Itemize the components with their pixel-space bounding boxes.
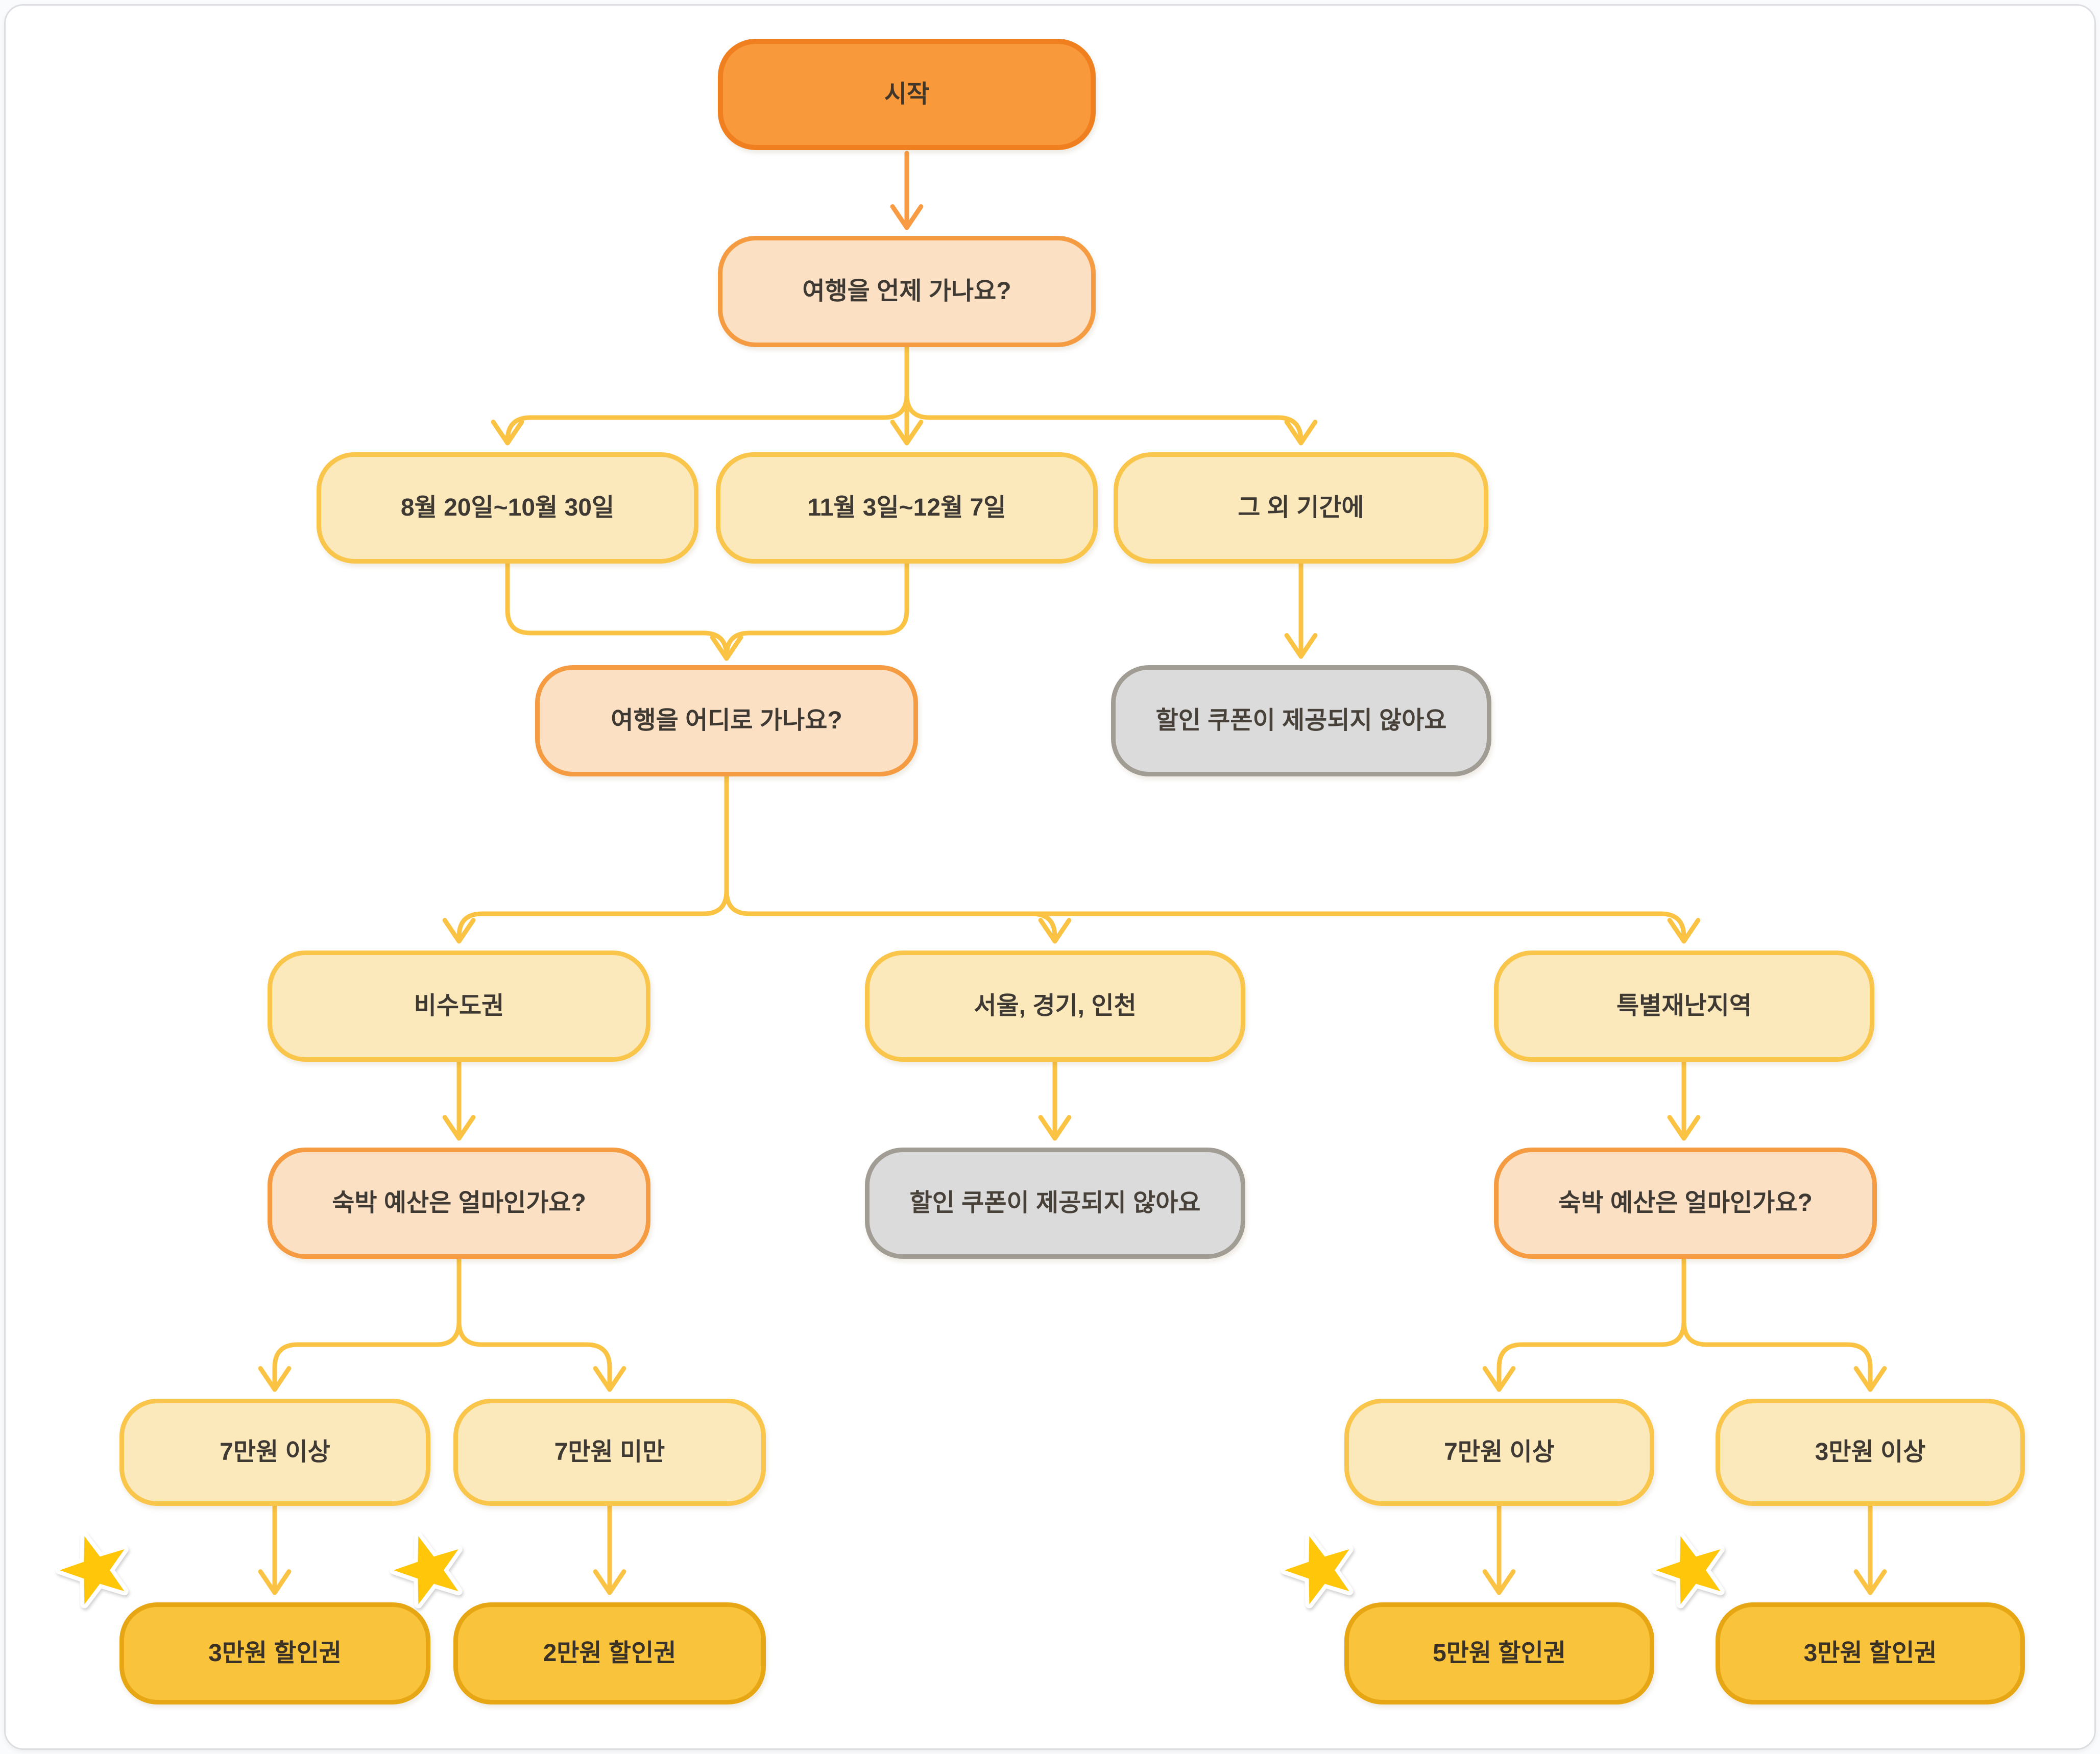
- node-coupon-30k-left[interactable]: 3만원 할인권: [119, 1602, 430, 1704]
- star-icon: [1280, 1532, 1354, 1609]
- node-question-budget-left[interactable]: 숙박 예산은 얼마인가요?: [268, 1148, 650, 1259]
- node-label: 7만원 이상: [1444, 1439, 1555, 1466]
- edge-qbudgetl-budgetl2: [456, 1256, 626, 1392]
- node-coupon-20k[interactable]: 2만원 할인권: [453, 1602, 766, 1704]
- node-label: 할인 쿠폰이 제공되지 않아요: [909, 1189, 1201, 1217]
- node-question-when[interactable]: 여행을 언제 가나요?: [718, 236, 1096, 347]
- node-date-range-1[interactable]: 8월 20일~10월 30일: [317, 452, 698, 564]
- node-budget-left-under70k[interactable]: 7만원 미만: [453, 1399, 766, 1506]
- node-label: 3만원 할인권: [208, 1640, 342, 1667]
- node-label: 2만원 할인권: [543, 1640, 677, 1667]
- node-question-budget-right[interactable]: 숙박 예산은 얼마인가요?: [1494, 1148, 1877, 1259]
- node-label: 그 외 기간에: [1238, 494, 1364, 522]
- node-region-disaster[interactable]: 특별재난지역: [1494, 951, 1874, 1062]
- node-label: 시작: [884, 81, 930, 108]
- node-no-coupon-2[interactable]: 할인 쿠폰이 제공되지 않아요: [865, 1148, 1245, 1259]
- node-label: 7만원 미만: [554, 1439, 665, 1466]
- node-start[interactable]: 시작: [718, 39, 1096, 150]
- edge-qwhere-region2: [1029, 911, 1072, 944]
- node-label: 8월 20일~10월 30일: [400, 494, 615, 522]
- star-icon: [389, 1532, 463, 1609]
- node-question-where[interactable]: 여행을 어디로 가나요?: [535, 665, 918, 776]
- node-label: 여행을 언제 가나요?: [802, 278, 1011, 305]
- node-label: 11월 3일~12월 7일: [807, 494, 1006, 522]
- edge-date1-qwhere: [505, 561, 729, 661]
- edge-qbudgetr-budgetr2: [1681, 1256, 1887, 1392]
- node-coupon-30k-right[interactable]: 3만원 할인권: [1716, 1602, 2025, 1704]
- node-date-range-other[interactable]: 그 외 기간에: [1114, 452, 1488, 564]
- star-icon: [1651, 1532, 1725, 1609]
- node-coupon-50k[interactable]: 5만원 할인권: [1344, 1602, 1654, 1704]
- node-label: 특별재난지역: [1616, 992, 1752, 1020]
- node-budget-right-over70k[interactable]: 7만원 이상: [1344, 1399, 1654, 1506]
- node-label: 3만원 이상: [1815, 1439, 1926, 1466]
- edge-date2-qwhere: [710, 561, 909, 661]
- node-region-noncapital[interactable]: 비수도권: [268, 951, 650, 1062]
- node-label: 숙박 예산은 얼마인가요?: [332, 1189, 586, 1217]
- node-label: 숙박 예산은 얼마인가요?: [1558, 1189, 1813, 1217]
- edge-qbudgetr-budgetr1: [1482, 1256, 1686, 1392]
- node-date-range-2[interactable]: 11월 3일~12월 7일: [716, 452, 1098, 564]
- node-budget-right-over30k[interactable]: 3만원 이상: [1716, 1399, 2025, 1506]
- edge-qwhere-region3: [724, 774, 1701, 944]
- edge-qwhere-region1: [442, 774, 729, 944]
- node-label: 7만원 이상: [220, 1439, 330, 1466]
- star-icon: [55, 1532, 129, 1609]
- node-label: 5만원 할인권: [1433, 1640, 1566, 1667]
- node-budget-left-over70k[interactable]: 7만원 이상: [119, 1399, 430, 1506]
- node-no-coupon-1[interactable]: 할인 쿠폰이 제공되지 않아요: [1111, 665, 1491, 776]
- edge-qwhen-date3: [904, 346, 1318, 446]
- node-label: 비수도권: [414, 992, 504, 1020]
- edge-qwhen-date1: [491, 346, 909, 446]
- node-label: 여행을 어디로 가나요?: [611, 707, 842, 735]
- edge-qbudgetl-budgetl1: [258, 1256, 462, 1392]
- node-region-capital[interactable]: 서울, 경기, 인천: [865, 951, 1245, 1062]
- node-label: 3만원 할인권: [1803, 1640, 1937, 1667]
- node-label: 서울, 경기, 인천: [974, 992, 1137, 1020]
- node-label: 할인 쿠폰이 제공되지 않아요: [1155, 707, 1447, 735]
